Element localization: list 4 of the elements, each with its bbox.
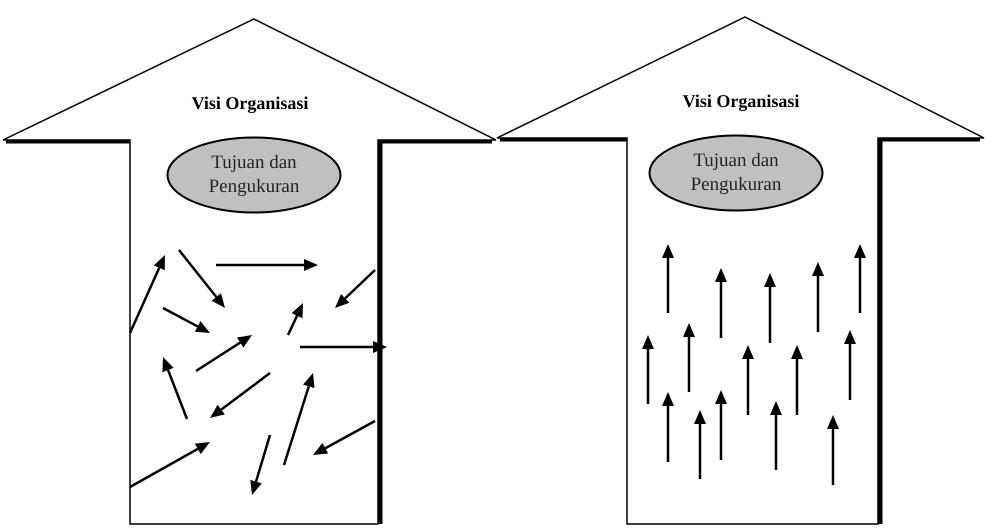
goal-label: Tujuan dan Pengukuran: [208, 151, 300, 199]
vision-heading: Visi Organisasi: [682, 90, 800, 113]
goal-label: Tujuan dan Pengukuran: [690, 149, 782, 197]
vision-heading: Visi Organisasi: [190, 92, 310, 115]
